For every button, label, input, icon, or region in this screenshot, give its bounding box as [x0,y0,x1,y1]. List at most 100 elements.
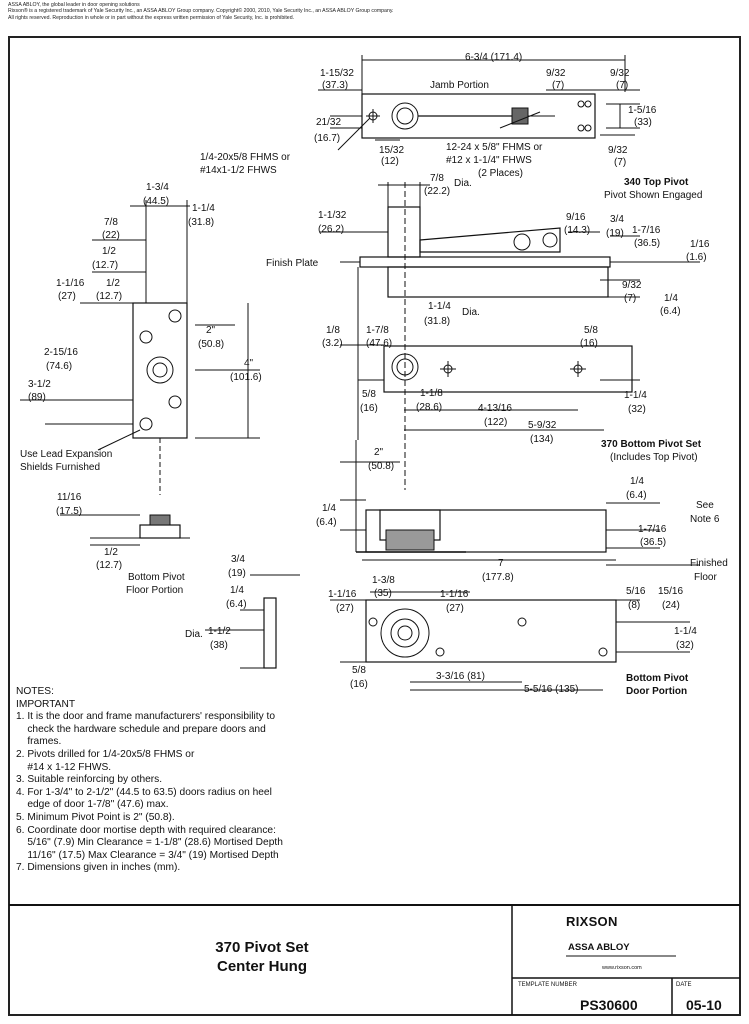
title-line-2: Center Hung [217,958,307,975]
door-portion-label: Door Portion [626,686,687,697]
note-line: 5/16" (7.9) Min Clearance = 1-1/8" (28.6… [16,837,283,849]
dim-label: Dia. [185,629,203,640]
note-line: 5. Minimum Pivot Point is 2" (50.8). [16,811,175,823]
dim-label: 1/4 [664,293,678,304]
rixson-logo: RIXSON [566,914,618,929]
dim-label: 1-7/16 [638,524,667,535]
dim-label: 2" [206,325,216,336]
dim-label: (134) [530,434,553,445]
dim-label: 9/32 [608,145,628,156]
note-line: NOTES: [16,686,54,697]
dim-label: 3-1/2 [28,379,51,390]
dim-label: 1/8 [326,325,340,336]
dim-label: (47.6) [366,338,392,349]
dim-label: (6.4) [660,306,681,317]
note-line: 11/16" (17.5) Max Clearance = 3/4" (19) … [16,849,279,861]
note-line: 3. Suitable reinforcing by others. [16,774,163,786]
dim-label: 3-3/16 (81) [436,671,485,682]
screw-note-mid: #12 x 1-1/4" FHWS [446,155,532,166]
template-number: PS30600 [580,997,638,1013]
dim-label: (44.5) [143,196,169,207]
see-note-label: See [696,500,714,511]
floor-portion-label: Bottom Pivot [128,572,185,583]
dim-label: (12.7) [92,260,118,271]
note-line: frames. [16,736,62,748]
dim-label: 1-1/16 [440,589,469,600]
dim-label: 1/4 [322,503,336,514]
dim-label: (32) [676,640,694,651]
dim-label: 7 [498,558,504,569]
note-line: 1. It is the door and frame manufacturer… [16,711,276,723]
dim-label: (22.2) [424,186,450,197]
dim-label: 1-1/32 [318,210,347,221]
dim-label: (14.3) [564,225,590,236]
dim-label: (36.5) [640,537,666,548]
dim-label: 1/4 [630,476,644,487]
dim-label: 1-15/32 [320,68,354,79]
dim-label: (12) [381,156,399,167]
dim-label: (19) [606,228,624,239]
dim-label: (1.6) [686,252,707,263]
dim-label: (36.5) [634,238,660,249]
drawing-title: 370 Pivot Set Center Hung [12,938,512,976]
dim-label: (7) [614,157,626,168]
dim-label: (26.2) [318,224,344,235]
finish-plate-label: Finish Plate [266,258,319,269]
dim-label: (38) [210,640,228,651]
dim-label: (122) [484,417,507,428]
dim-label: (17.5) [56,506,82,517]
date-label: DATE [676,982,692,988]
dim-label: (6.4) [626,490,647,501]
dim-label: 1-1/16 [328,589,357,600]
website-label: www.rixson.com [602,965,642,971]
dim-label: 15/16 [658,586,683,597]
dim-label: (7) [624,293,636,304]
dim-label: (12.7) [96,560,122,571]
title-line-1: 370 Pivot Set [215,939,309,956]
dim-label: (8) [628,600,640,611]
note-line: #14 x 1-12 FHWS. [16,761,112,773]
dim-label: (50.8) [198,339,224,350]
dim-label: (24) [662,600,680,611]
dim-label: 1-1/4 [428,301,451,312]
dim-label: (89) [28,392,46,403]
top-pivot-title: 340 Top Pivot [624,177,689,188]
dim-label: (50.8) [368,461,394,472]
dim-label: 11/16 [57,492,82,503]
dim-label: (16) [350,679,368,690]
dim-label: (22) [102,230,120,241]
dim-label: (19) [228,568,246,579]
dim-label: (74.6) [46,361,72,372]
top-pivot-subtitle: Pivot Shown Engaged [604,190,702,201]
dim-overall-label: 6-3/4 (171.4) [465,52,522,63]
dim-label: (12.7) [96,291,122,302]
dim-label: (37.3) [322,80,348,91]
dim-label: 1/4 [230,585,244,596]
shields-note: Shields Furnished [20,462,100,473]
dim-label: 7/8 [104,217,118,228]
dim-label: (3.2) [322,338,343,349]
dim-label: 1-7/8 [366,325,389,336]
dim-label: 5/8 [362,389,376,400]
dim-label: (32) [628,404,646,415]
screw-note-top: #14x1-1/2 FHWS [200,165,277,176]
header-line-2: Rixson® is a registered trademark of Yal… [8,8,394,15]
assa-abloy-logo: ASSA ABLOY [568,942,630,953]
dim-label: Dia. [462,307,480,318]
jamb-portion-label: Jamb Portion [430,80,489,91]
dim-label: 1-7/16 [632,225,661,236]
dim-label: 1-3/4 [146,182,169,193]
dim-label: 1-1/8 [420,388,443,399]
dim-label: (16.7) [314,133,340,144]
note-line: 6. Coordinate door mortise depth with re… [16,824,276,836]
screw-note-mid: 12-24 x 5/8" FHMS or [446,142,543,153]
date-value: 05-10 [686,997,722,1013]
dim-label: 1-1/4 [674,626,697,637]
drawing-frame [8,36,741,1016]
dim-label: 9/32 [622,280,642,291]
dim-label: (33) [634,117,652,128]
dim-label: 1-1/4 [192,203,215,214]
dim-label: (31.8) [424,316,450,327]
see-note-label: Note 6 [690,514,720,525]
